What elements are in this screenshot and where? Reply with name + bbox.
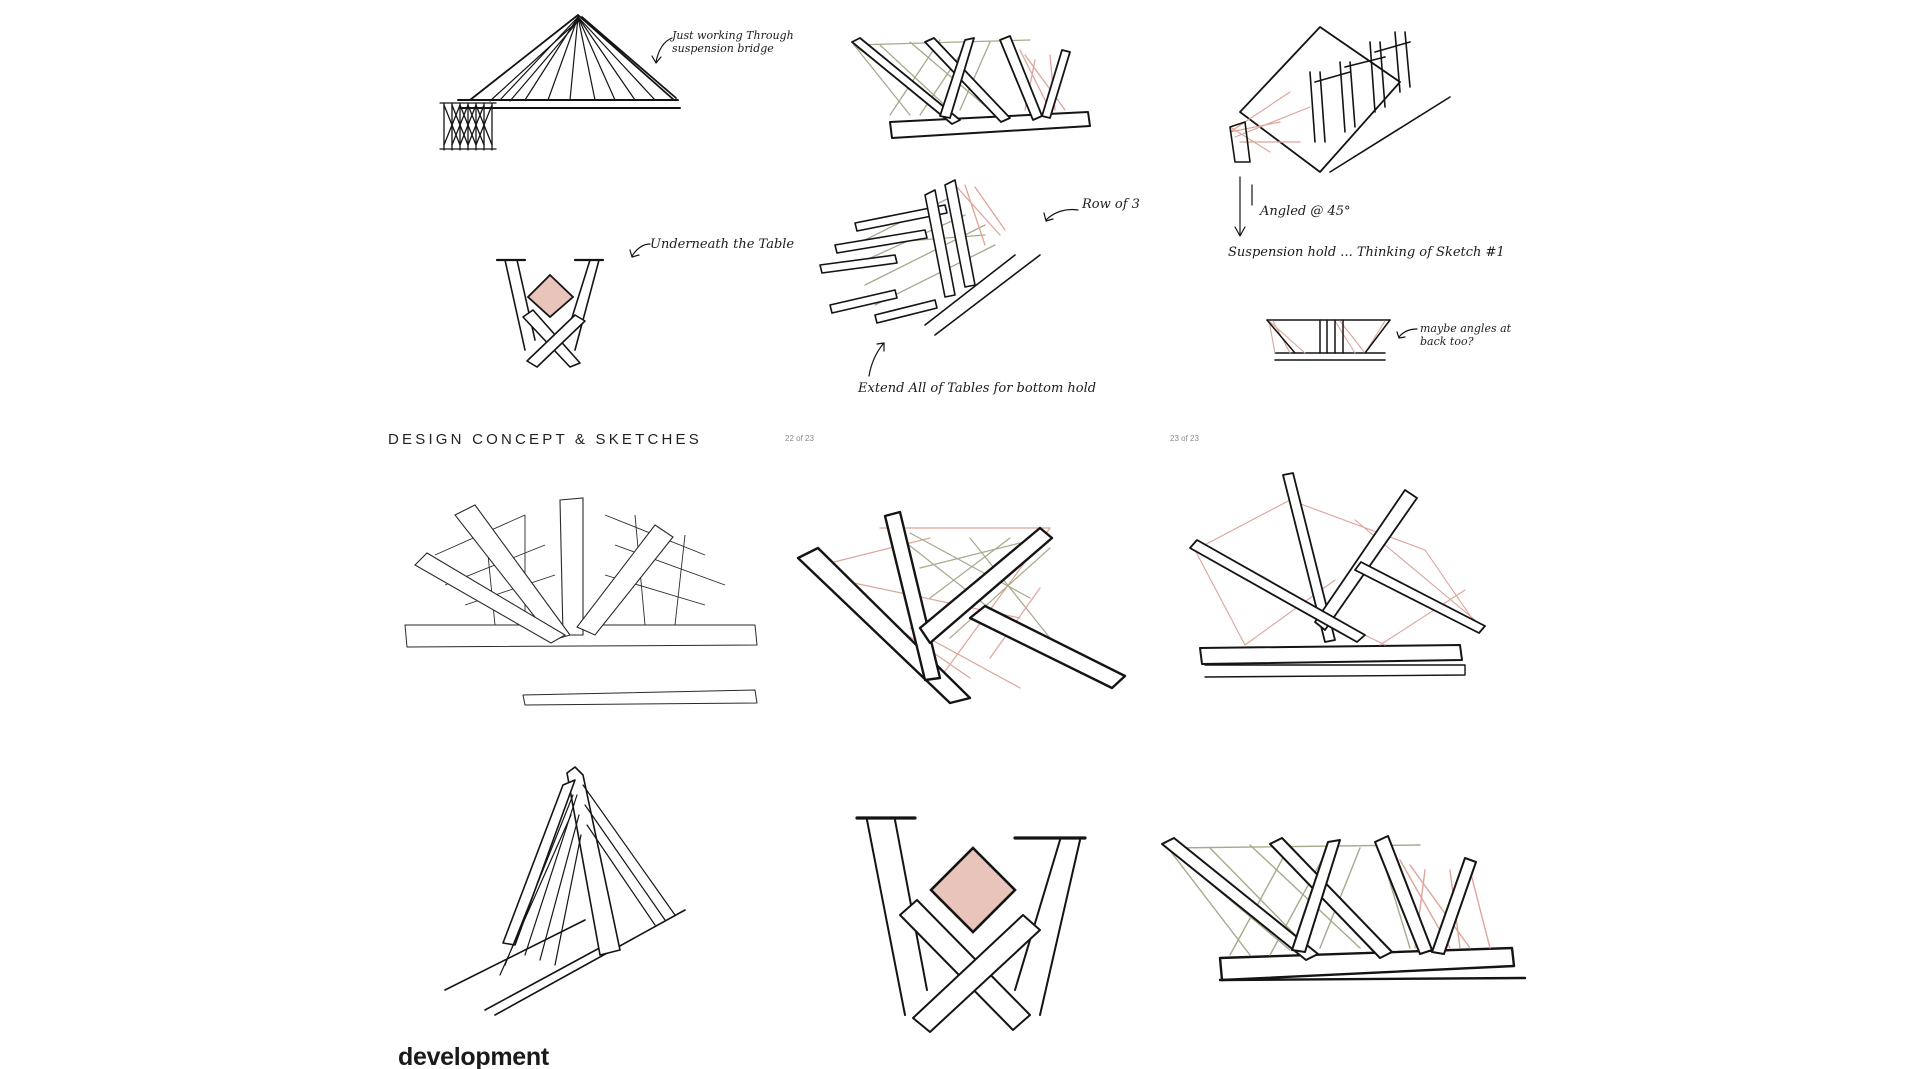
page-number-right: 23 of 23 bbox=[1170, 434, 1199, 443]
arrow-icon bbox=[868, 342, 885, 377]
annotation-underneath-table: Underneath the Table bbox=[650, 237, 795, 252]
sketch-small-angles-back bbox=[1266, 319, 1391, 361]
sketch-angled-frame-top bbox=[851, 35, 1091, 139]
down-arrow-icon bbox=[1234, 176, 1253, 237]
sketch-row-of-three bbox=[819, 179, 1041, 336]
development-label: development bbox=[398, 1043, 549, 1069]
annotation-extend-tables: Extend All of Tables for bottom hold bbox=[858, 381, 1097, 396]
sketch-underneath-table-large bbox=[855, 816, 1087, 1033]
arrow-icon bbox=[1396, 328, 1418, 339]
page-number-left: 22 of 23 bbox=[785, 434, 814, 443]
sketch-angled-frame-large bbox=[1161, 835, 1527, 982]
sketch-underneath-table bbox=[495, 258, 605, 368]
annotation-angled-45: Angled @ 45° bbox=[1260, 204, 1351, 219]
arrow-icon bbox=[1043, 208, 1079, 222]
sketch-three-beams-pink bbox=[1189, 472, 1486, 678]
annotation-suspension-hold: Suspension hold ... Thinking of Sketch #… bbox=[1228, 245, 1505, 260]
annotation-row-of-3: Row of 3 bbox=[1082, 197, 1140, 212]
arrow-icon bbox=[651, 37, 673, 64]
sketch-angled-plan bbox=[1229, 26, 1451, 173]
section-title: DESIGN CONCEPT & SKETCHES bbox=[388, 431, 702, 448]
sketch-suspension-bridge bbox=[439, 14, 681, 151]
sketch-tall-mast bbox=[444, 766, 686, 1016]
sketch-fan-beams bbox=[404, 497, 758, 706]
annotation-suspension-bridge: Just working Through suspension bridge bbox=[672, 29, 794, 55]
annotation-maybe-angles: maybe angles at back too? bbox=[1420, 322, 1512, 348]
sketch-crossing-beams bbox=[796, 510, 1127, 705]
arrow-icon bbox=[629, 243, 651, 258]
